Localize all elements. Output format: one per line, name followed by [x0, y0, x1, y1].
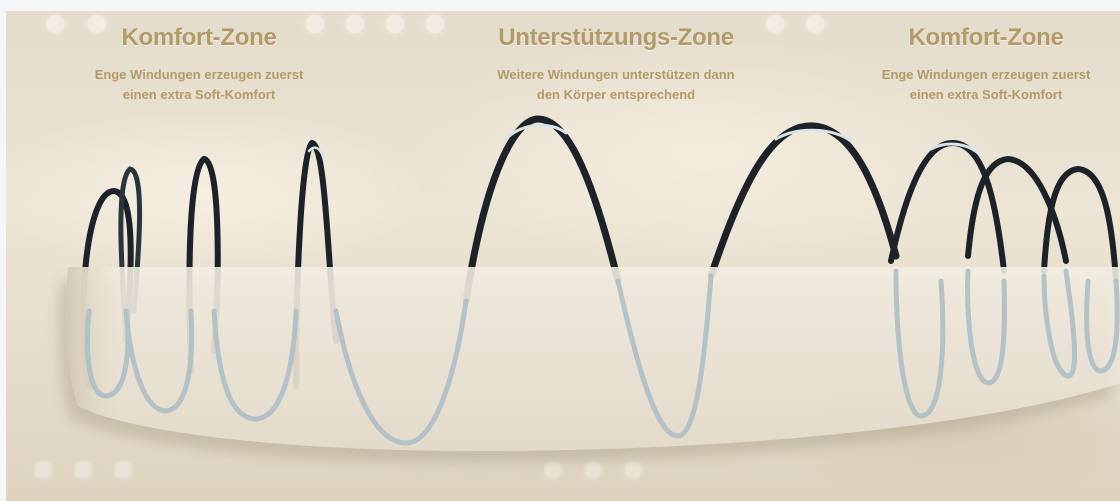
zone-description-line: einen extra Soft-Komfort — [909, 87, 1063, 102]
zone-description: Enge Windungen erzeugen zuerst einen ext… — [39, 65, 359, 105]
spring-lower-coils — [84, 268, 1120, 446]
zone-title: Unterstützungs-Zone — [498, 24, 734, 51]
mattress-cross-section — [58, 267, 1120, 463]
decorative-bottom-border — [6, 463, 1120, 497]
comfort-zone-right: Komfort-Zone Enge Windungen erzeugen zue… — [851, 23, 1120, 105]
zone-description-line: Enge Windungen erzeugen zuerst — [881, 67, 1091, 82]
zone-title: Komfort-Zone — [121, 24, 277, 51]
support-zone: Unterstützungs-Zone Weitere Windungen un… — [456, 23, 776, 105]
zone-description-line: den Körper entsprechend — [536, 87, 696, 102]
zone-description-line: Enge Windungen erzeugen zuerst — [94, 67, 304, 82]
zone-description: Enge Windungen erzeugen zuerst einen ext… — [851, 65, 1120, 105]
decorative-top-border — [6, 15, 1120, 49]
zone-description-line: Weitere Windungen unterstützen dann — [497, 67, 735, 82]
zone-title: Komfort-Zone — [908, 24, 1064, 51]
zone-description: Weitere Windungen unterstützen dann den … — [456, 65, 776, 105]
comfort-zone-left: Komfort-Zone Enge Windungen erzeugen zue… — [39, 23, 359, 105]
illustration-panel: Komfort-Zone Enge Windungen erzeugen zue… — [6, 11, 1120, 501]
zone-description-line: einen extra Soft-Komfort — [122, 87, 276, 102]
spring-illustration — [58, 115, 1120, 463]
